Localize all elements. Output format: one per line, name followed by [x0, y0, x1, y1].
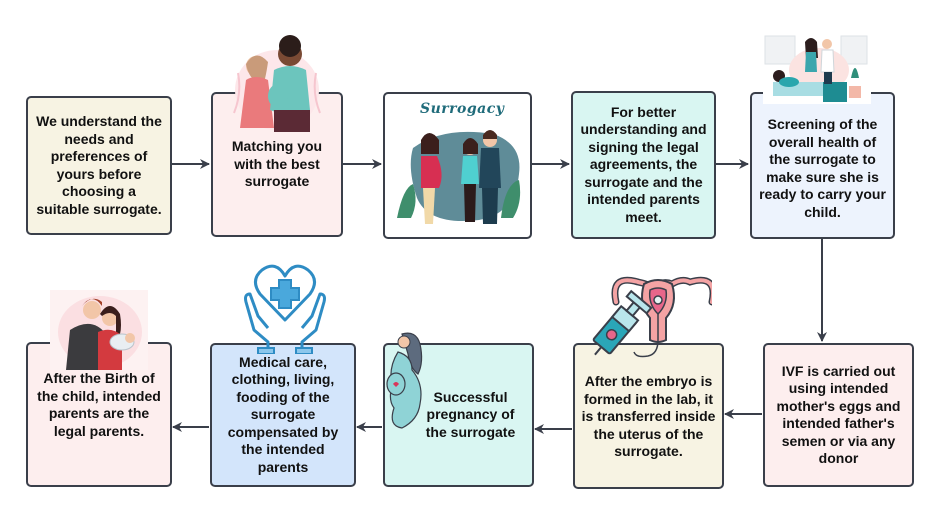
- step-5-text: Screening of the overall health of the s…: [759, 116, 886, 220]
- step-1-text: We understand the needs and preferences …: [36, 113, 162, 217]
- step-1-box: We understand the needs and preferences …: [26, 96, 172, 235]
- step-9-text: Medical care, clothing, living, fooding …: [227, 353, 339, 475]
- pregnant-woman-illustration: [386, 332, 423, 429]
- step-8-text: Successful pregnancy of the surrogate: [425, 388, 516, 440]
- hospital-checkup-illustration: [763, 34, 871, 104]
- family-newborn-illustration: [50, 290, 148, 370]
- surrogate-meets-couple-illustration: [397, 130, 521, 224]
- step-2-text: Matching you with the best surrogate: [231, 138, 323, 189]
- uterus-syringe-icon: [592, 276, 712, 358]
- step-6-box: IVF is carried out using intended mother…: [763, 343, 914, 487]
- step-10-text: After the Birth of the child, intended p…: [37, 370, 161, 439]
- two-women-pregnancy-illustration: [233, 35, 321, 132]
- step-9-box: Medical care, clothing, living, fooding …: [210, 343, 356, 487]
- step-6-text: IVF is carried out using intended mother…: [776, 362, 901, 467]
- step-5-box: Screening of the overall health of the s…: [750, 92, 895, 239]
- step-7-text: After the embryo is formed in the lab, i…: [581, 373, 716, 459]
- step-4-text: For better understanding and signing the…: [580, 103, 707, 225]
- step-7-box: After the embryo is formed in the lab, i…: [573, 343, 724, 489]
- surrogacy-label: Surrogacy: [420, 101, 505, 117]
- hands-heart-cross-icon: [244, 264, 326, 354]
- step-4-box: For better understanding and signing the…: [571, 91, 716, 239]
